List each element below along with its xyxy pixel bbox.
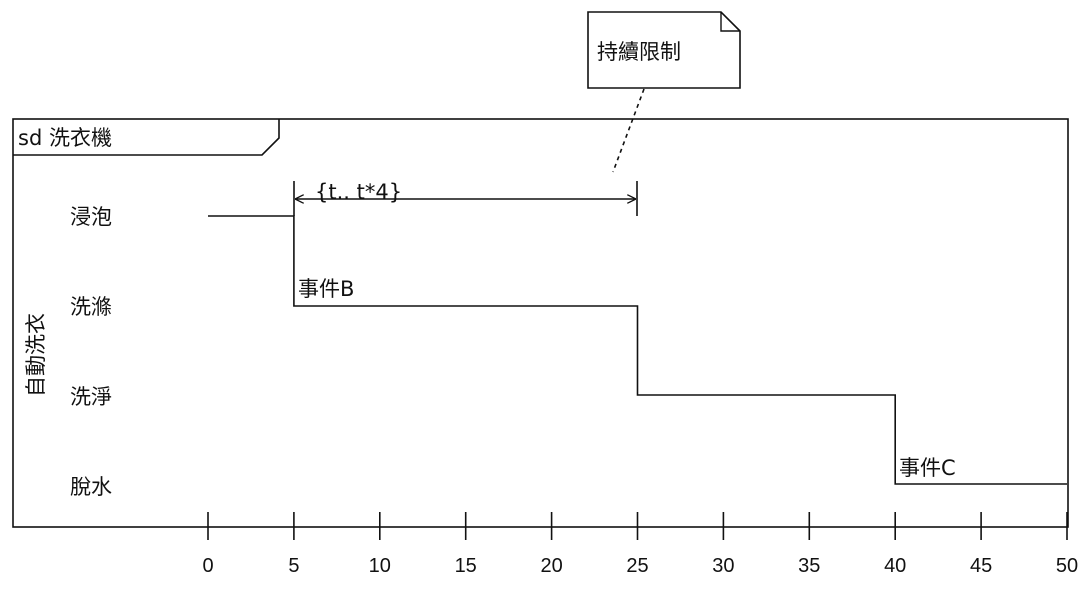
state-label-wash: 洗滌 bbox=[70, 295, 112, 319]
note-text: 持續限制 bbox=[597, 40, 681, 64]
axis-tick-label: 0 bbox=[202, 555, 213, 577]
note-anchor-line bbox=[612, 88, 645, 173]
state-timeline bbox=[208, 215, 1067, 485]
axis-tick-label: 45 bbox=[970, 555, 992, 577]
note-corner-fold bbox=[720, 12, 740, 32]
event-label-b: 事件B bbox=[298, 277, 354, 301]
frame-title: sd 洗衣機 bbox=[18, 126, 112, 150]
axis-tick-label: 5 bbox=[288, 555, 299, 577]
frame-border bbox=[12, 118, 1069, 528]
note-box bbox=[587, 11, 741, 89]
axis-tick-label: 25 bbox=[626, 555, 648, 577]
event-label-c: 事件C bbox=[899, 456, 956, 480]
axis-tick-label: 15 bbox=[455, 555, 477, 577]
time-axis: 0 5 10 15 20 25 30 35 40 45 50 bbox=[202, 512, 1078, 577]
state-label-spin: 脫水 bbox=[70, 475, 112, 499]
duration-constraint-label: {t.. t*4} bbox=[315, 180, 402, 204]
state-label-soak: 浸泡 bbox=[70, 205, 112, 229]
axis-tick-label: 30 bbox=[712, 555, 734, 577]
axis-tick-label: 50 bbox=[1056, 555, 1078, 577]
state-label-rinse: 洗淨 bbox=[70, 385, 112, 409]
axis-tick-label: 10 bbox=[369, 555, 391, 577]
lifeline-name: 自動洗衣 bbox=[24, 313, 48, 397]
axis-tick-label: 35 bbox=[798, 555, 820, 577]
axis-tick-label: 20 bbox=[540, 555, 562, 577]
axis-tick-label: 40 bbox=[884, 555, 906, 577]
frame-title-tab bbox=[13, 119, 280, 156]
